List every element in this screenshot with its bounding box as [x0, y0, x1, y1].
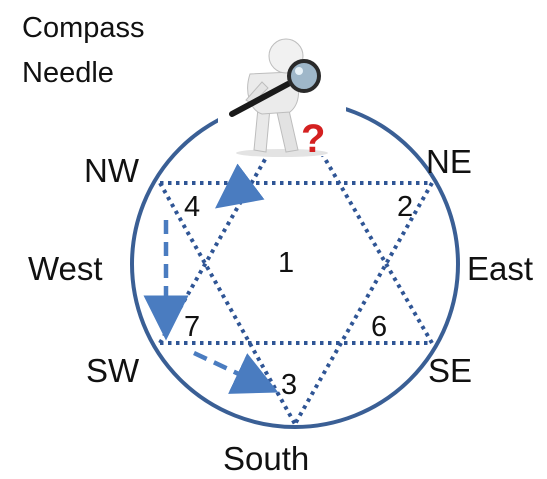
question-mark: ? [301, 117, 325, 161]
region-6: 6 [371, 311, 387, 343]
region-1: 1 [278, 247, 294, 279]
person-with-magnifier-question-icon: ? [218, 28, 346, 161]
label-east: East [467, 250, 533, 287]
ne-to-south-line [293, 182, 434, 425]
label-ne: NE [426, 143, 472, 180]
label-west: West [28, 250, 103, 287]
region-4: 4 [184, 191, 200, 223]
region-7: 7 [184, 311, 200, 343]
nw-to-south-line [158, 182, 297, 425]
region-3: 3 [281, 369, 297, 401]
region-2: 2 [397, 191, 413, 223]
label-se: SE [428, 352, 472, 389]
arrow-top-to-4 [215, 163, 265, 209]
label-sw: SW [86, 352, 140, 389]
title-line-2: Needle [22, 57, 114, 89]
label-south: South [223, 440, 309, 477]
arrows [143, 163, 279, 394]
label-nw: NW [84, 152, 140, 189]
title-line-1: Compass [22, 12, 145, 44]
arrow-7-to-3 [193, 350, 279, 394]
